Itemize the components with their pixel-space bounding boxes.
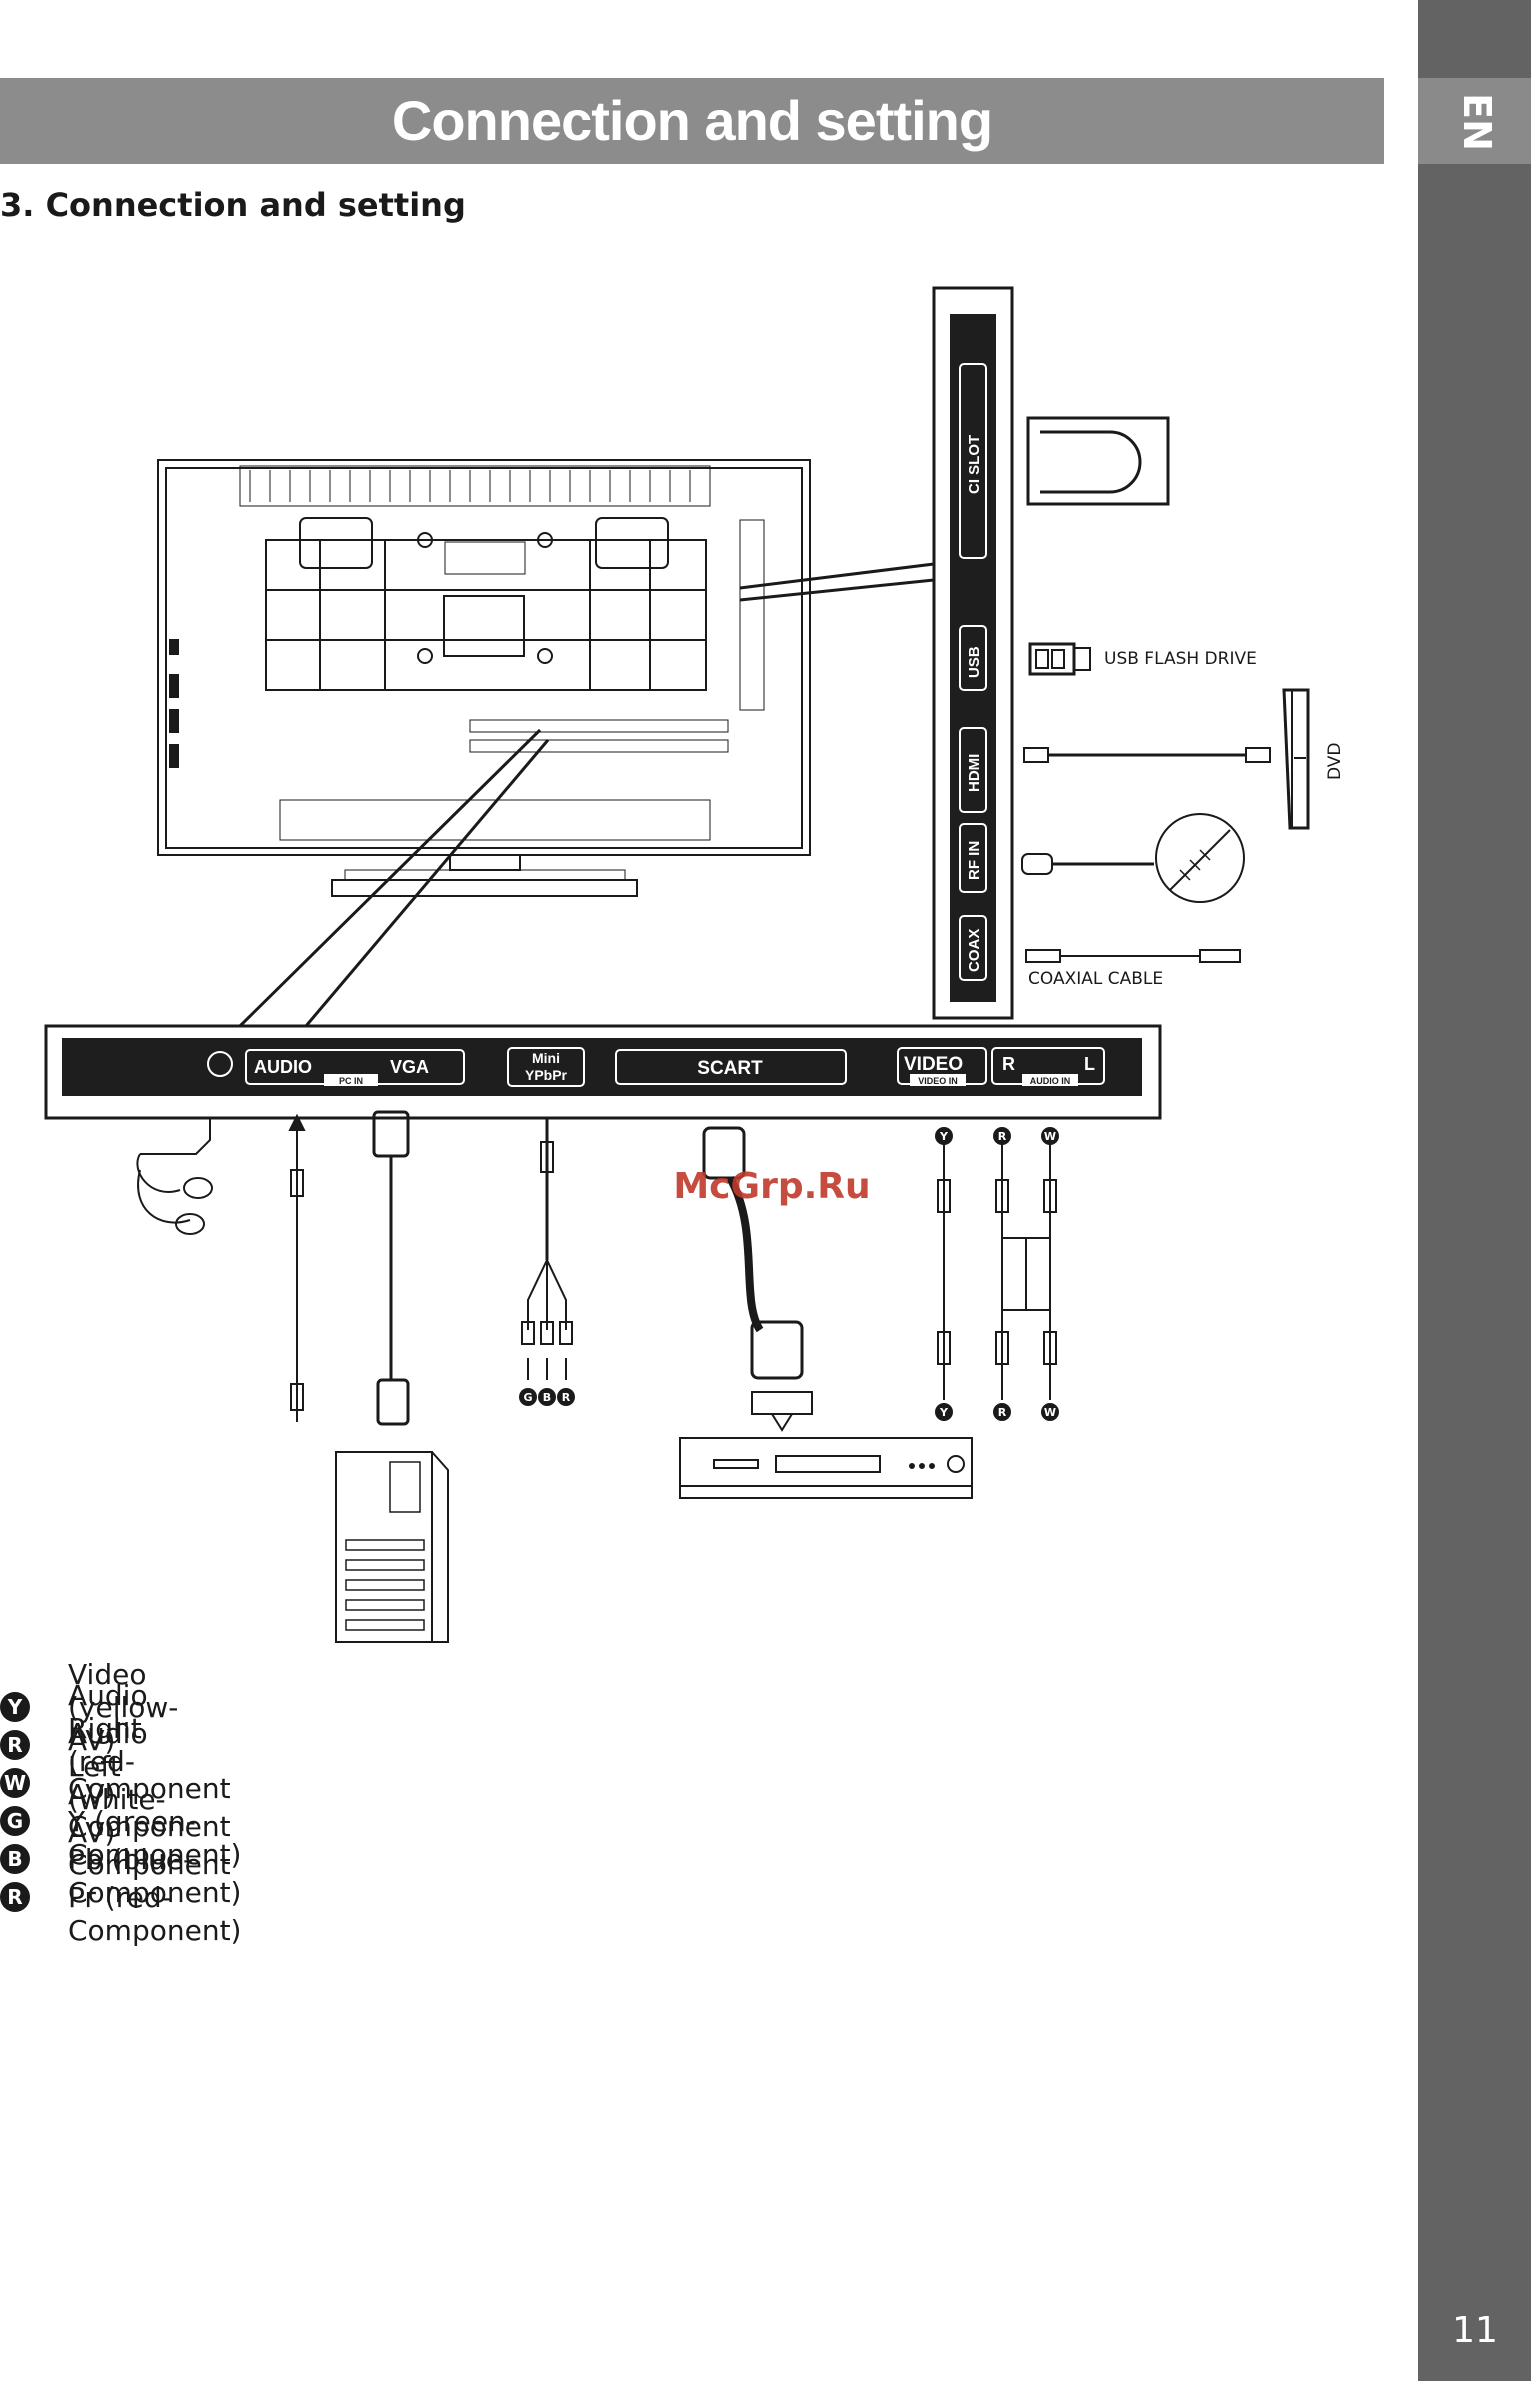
ypbpr-port-label: YPbPr: [525, 1067, 568, 1083]
legend-item: Y Video (yellow-AV): [0, 1658, 178, 1757]
audio-in-label: AUDIO IN: [1030, 1076, 1071, 1086]
scart-port-label: SCART: [697, 1058, 763, 1079]
dvd-label: DVD: [1325, 742, 1345, 780]
bottom-connector-panel: [44, 728, 1162, 1120]
legend-badge: Y: [0, 1692, 30, 1722]
badge-g: G: [523, 1391, 532, 1404]
coaxial-cable-label: COAXIAL CABLE: [1028, 969, 1163, 989]
legend-badge: B: [0, 1844, 30, 1874]
legend-label: Audio Left (white-AV): [68, 1717, 166, 1849]
legend-item: G Component Y (green-Component): [0, 1772, 241, 1871]
usb-flash-drive-label: USB FLASH DRIVE: [1104, 649, 1257, 669]
video-port-label: VIDEO: [904, 1054, 963, 1075]
port-rf-in-label: RF IN: [966, 841, 983, 880]
legend-badge: R: [0, 1730, 30, 1760]
legend-badge: G: [0, 1806, 30, 1836]
legend-label: Component Pb (blue-Component): [68, 1809, 242, 1909]
port-ci-slot-label: CI SLOT: [966, 435, 983, 494]
audio-r-label: R: [1002, 1054, 1015, 1074]
watermark: McGrp.Ru: [673, 1166, 870, 1207]
legend-item: R Audio Right (red-AV): [0, 1679, 148, 1811]
legend-badge: W: [0, 1768, 30, 1798]
audio-l-label: L: [1084, 1054, 1095, 1074]
video-in-label: VIDEO IN: [918, 1076, 958, 1086]
badge-w-bottom: W: [1044, 1406, 1056, 1419]
legend: Y Video (yellow-AV) R Audio Right (red-A…: [0, 1658, 241, 1947]
legend-item: B Component Pb (blue-Component): [0, 1810, 241, 1909]
badge-y-bottom: Y: [939, 1406, 949, 1419]
legend-item: W Audio Left (white-AV): [0, 1717, 166, 1849]
badge-y-top: Y: [939, 1130, 949, 1143]
vga-port-label: VGA: [390, 1057, 429, 1077]
page-title: Connection and setting: [391, 89, 993, 152]
connection-diagram: CI SLOT USB HDMI RF IN COAX USB FLASH DR…: [44, 286, 1345, 1643]
badge-r-top: R: [998, 1130, 1007, 1143]
audio-port-label: AUDIO: [254, 1057, 312, 1077]
legend-label: Video (yellow-AV): [68, 1657, 179, 1757]
pc-in-label: PC IN: [339, 1076, 363, 1086]
page-number: 11: [1452, 2310, 1498, 2351]
badge-b: B: [543, 1391, 551, 1404]
badge-r-component: R: [562, 1391, 571, 1404]
side-connector-panel: [739, 286, 1014, 1020]
mini-port-label: Mini: [532, 1050, 560, 1066]
badge-r-bottom: R: [998, 1406, 1007, 1419]
legend-item: R Component Pr (red-Component): [0, 1848, 241, 1947]
language-label: EN: [1455, 93, 1499, 151]
legend-badge: R: [0, 1882, 30, 1912]
tv-back-illustration: [157, 459, 811, 897]
port-coax-label: COAX: [966, 929, 983, 972]
legend-label: Audio Right (red-AV): [68, 1679, 148, 1811]
title-band: [0, 78, 1384, 164]
port-hdmi-label: HDMI: [966, 754, 983, 792]
section-heading: 3. Connection and setting: [0, 186, 466, 224]
legend-label: Component Pr (red-Component): [68, 1847, 242, 1947]
language-tab: [1418, 78, 1531, 164]
side-bar: [1418, 0, 1531, 2381]
port-usb-label: USB: [966, 646, 983, 678]
legend-label: Component Y (green-Component): [68, 1771, 242, 1871]
badge-w-top: W: [1044, 1130, 1056, 1143]
